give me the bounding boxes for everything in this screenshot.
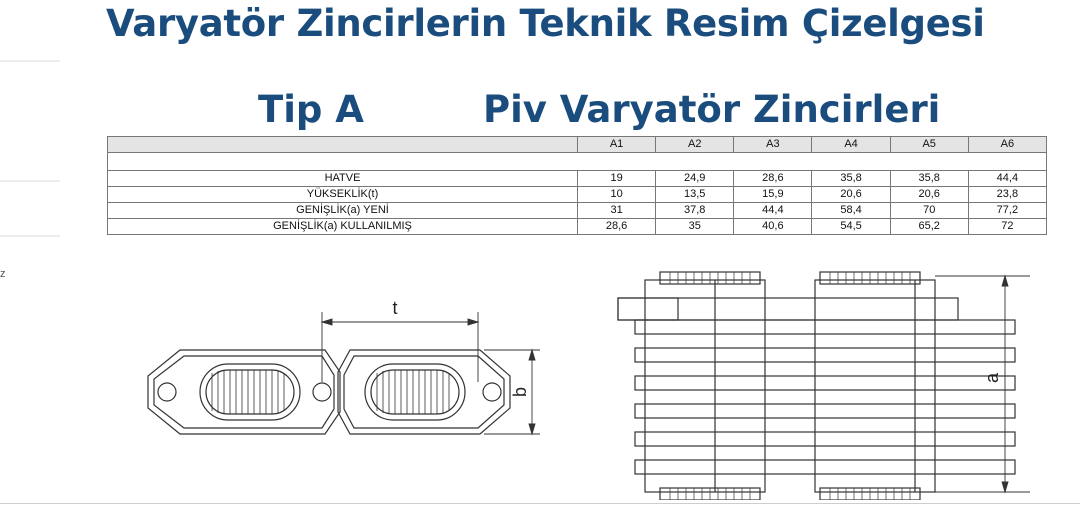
table-cell: 44,4 [967,170,1048,187]
edge-artifact [0,180,60,182]
table-cell: 20,6 [889,186,969,203]
dimension-t [320,312,480,382]
table-header-row: A1 A2 A3 A4 A5 A6 [107,136,1048,153]
chain-technical-drawing: t b a [147,271,1030,500]
row-label: YÜKSEKLİK(t) [107,186,578,203]
table-cell: 15,9 [733,186,813,203]
table-cell: 54,5 [811,218,891,235]
table-row: HATVE 19 24,9 28,6 35,8 35,8 44,4 [107,170,1048,187]
table-cell: 37,8 [655,202,735,219]
table-cell: 58,4 [811,202,891,219]
table-spacer-row [107,152,1047,171]
table-cell: 10 [576,186,657,203]
table-cell: 35 [655,218,735,235]
page-title: Varyatör Zincirlerin Teknik Resim Çizelg… [106,2,985,45]
bottom-divider [0,503,1080,504]
table-cell: 28,6 [576,218,657,235]
header-empty [107,136,578,153]
header-cell: A3 [733,136,813,153]
table-row: GENİŞLİK(a) YENİ 31 37,8 44,4 58,4 70 77… [107,202,1048,219]
row-label: HATVE [107,170,578,187]
table-cell: 65,2 [889,218,969,235]
table-cell: 40,6 [733,218,813,235]
table-row: YÜKSEKLİK(t) 10 13,5 15,9 20,6 20,6 23,8 [107,186,1048,203]
table-cell: 19 [576,170,657,187]
chain-link-side-view [147,349,511,435]
subtitle-chain: Piv Varyatör Zincirleri [483,88,941,131]
table-cell: 28,6 [733,170,813,187]
table-row: GENİŞLİK(a) KULLANILMIŞ 28,6 35 40,6 54,… [107,218,1048,235]
dimension-b [484,348,540,436]
table-cell: 35,8 [811,170,891,187]
spacer-cell [107,152,1047,171]
edge-artifact [0,235,60,237]
table-cell: 20,6 [811,186,891,203]
label-a: a [982,372,1002,383]
table-cell: 44,4 [733,202,813,219]
header-cell: A1 [576,136,657,153]
spec-table: A1 A2 A3 A4 A5 A6 HATVE 19 24,9 28,6 35,… [107,136,1048,235]
label-b: b [510,387,530,397]
row-label: GENİŞLİK(a) KULLANILMIŞ [107,218,578,235]
edge-artifact [0,60,60,62]
chain-top-view [617,271,1016,500]
table-cell: 31 [576,202,657,219]
header-cell: A4 [811,136,891,153]
dimension-a [935,274,1030,494]
table-cell: 24,9 [655,170,735,187]
table-cell: 23,8 [967,186,1048,203]
row-label: GENİŞLİK(a) YENİ [107,202,578,219]
subtitle-type: Tip A [258,88,364,131]
table-cell: 13,5 [655,186,735,203]
header-cell: A6 [967,136,1048,153]
table-cell: 77,2 [967,202,1048,219]
top-view-hatching [669,272,911,500]
table-cell: 35,8 [889,170,969,187]
header-cell: A5 [889,136,969,153]
stray-character: z [0,268,6,280]
table-cell: 72 [967,218,1048,235]
link-hatching [211,370,450,414]
header-cell: A2 [655,136,735,153]
table-cell: 70 [889,202,969,219]
label-t: t [392,298,397,318]
